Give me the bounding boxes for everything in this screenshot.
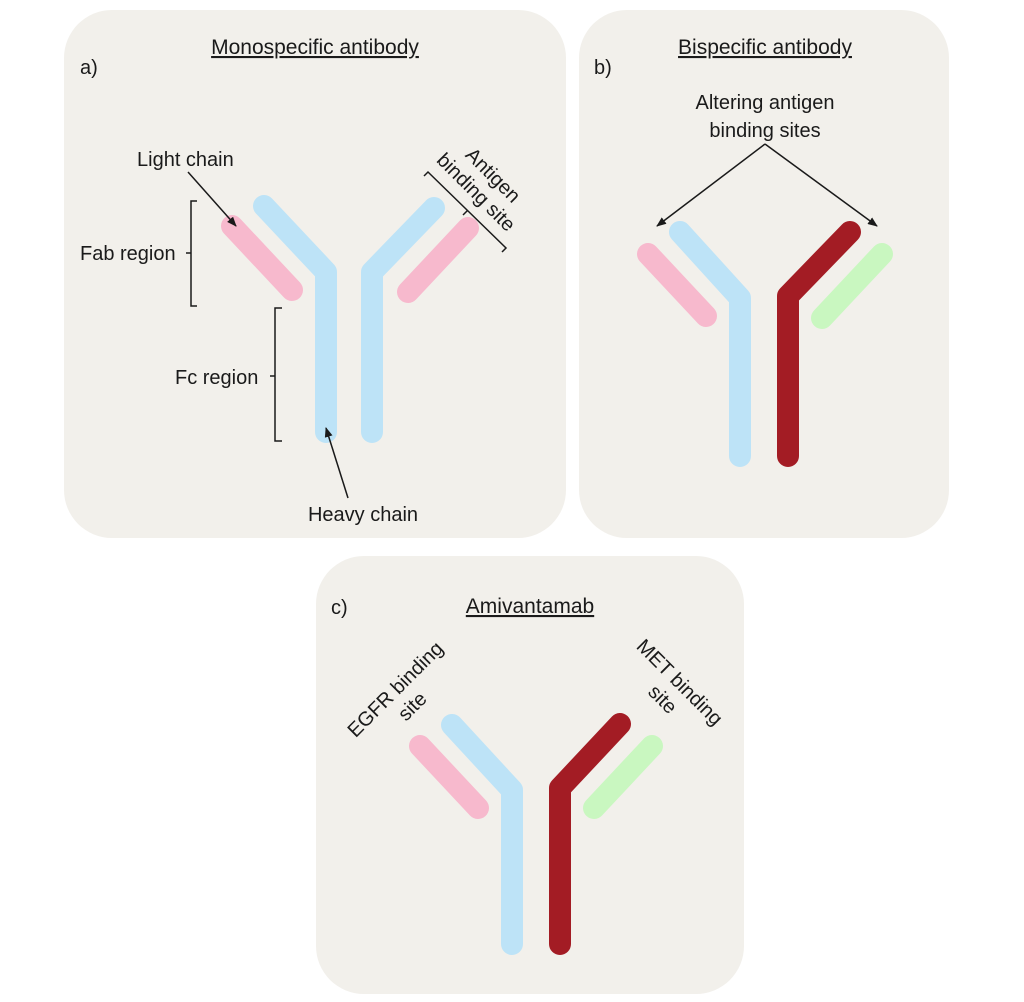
heavy-chain-left-blue — [669, 221, 751, 467]
panel-b-antibody — [637, 221, 893, 467]
panel-b: b) Bispecific antibody Altering antigen … — [579, 10, 949, 538]
panel-c: c) Amivantamab EGFR binding site MET bin… — [316, 556, 744, 994]
light-chain-arrow — [187, 171, 237, 227]
light-chain-left — [221, 215, 303, 301]
fab-region-label: Fab region — [80, 243, 176, 265]
heavy-chain-right-red — [777, 221, 861, 467]
antigen-binding-bracket — [423, 170, 508, 253]
altering-label-line2: binding sites — [709, 120, 820, 142]
fc-region-bracket — [270, 307, 282, 442]
heavy-chain-arrow — [324, 427, 349, 499]
heavy-chain-met-red — [549, 713, 631, 955]
light-chain-label: Light chain — [137, 149, 234, 171]
panel-c-title: Amivantamab — [466, 595, 594, 618]
light-chain-met-green — [583, 735, 663, 819]
panel-c-background — [316, 556, 744, 994]
light-chain-right-green — [811, 243, 893, 329]
heavy-chain-left — [253, 195, 337, 443]
heavy-chain-right — [361, 197, 445, 443]
fab-region-bracket — [186, 200, 197, 307]
altering-arrow-left — [656, 143, 766, 227]
altering-arrow-right — [764, 143, 878, 227]
panel-c-letter: c) — [331, 597, 348, 619]
fc-region-label: Fc region — [175, 367, 258, 389]
panel-a-title: Monospecific antibody — [211, 36, 419, 59]
light-chain-left-pink — [637, 243, 717, 327]
panel-c-antibody — [409, 713, 663, 955]
panel-b-title: Bispecific antibody — [678, 36, 852, 59]
altering-label-line1: Altering antigen — [696, 92, 835, 114]
panel-b-letter: b) — [594, 57, 612, 79]
panel-a: a) Monospecific antibody Light chain Fab… — [64, 10, 566, 538]
light-chain-right — [397, 217, 479, 303]
heavy-chain-egfr-blue — [441, 714, 523, 955]
light-chain-egfr-pink — [409, 735, 489, 819]
heavy-chain-label: Heavy chain — [308, 504, 418, 526]
panel-a-antibody — [221, 195, 479, 443]
panel-b-background — [579, 10, 949, 538]
panel-a-letter: a) — [80, 57, 98, 79]
